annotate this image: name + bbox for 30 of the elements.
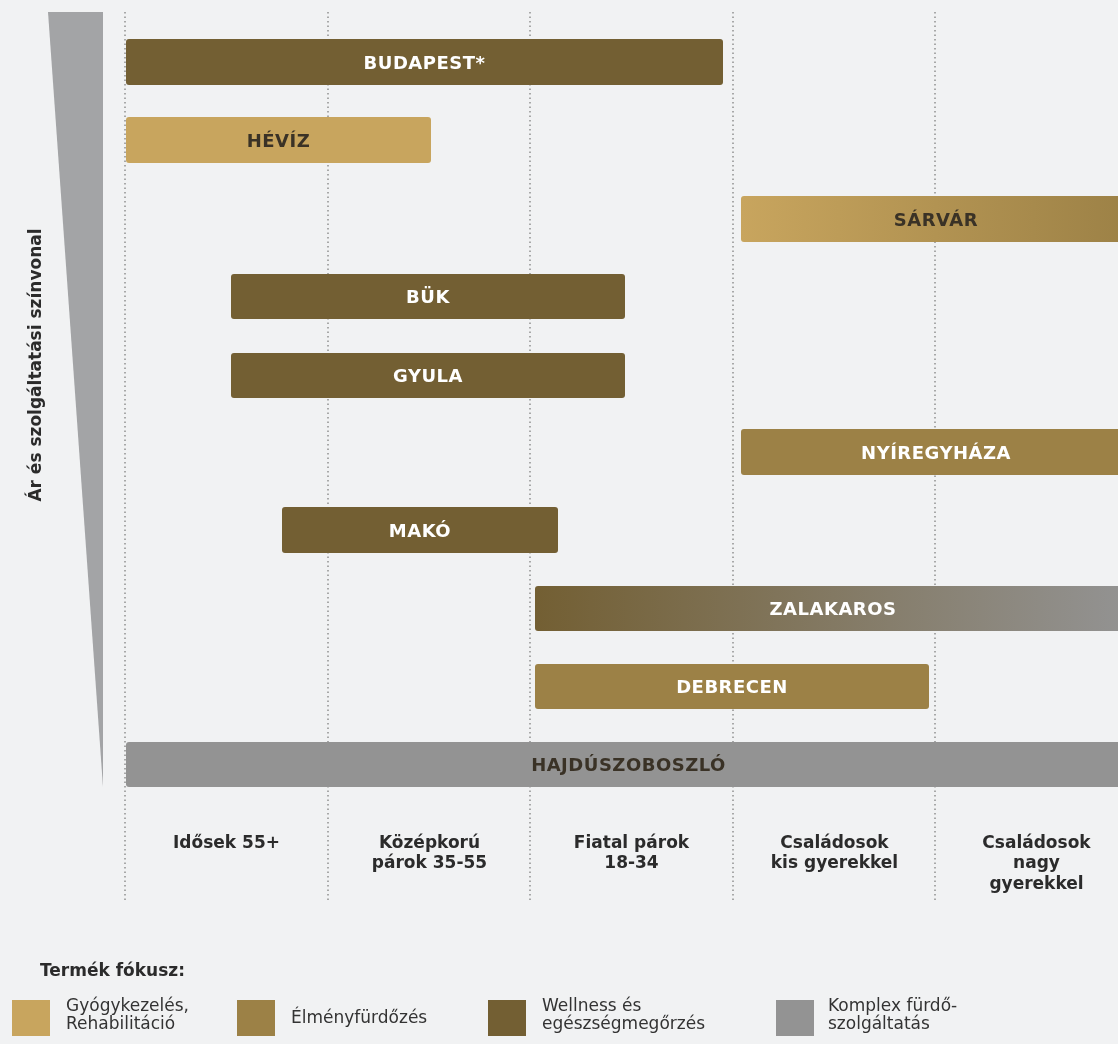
legend-label: Gyógykezelés, Rehabilitáció xyxy=(66,997,190,1033)
destination-bar xyxy=(741,429,1118,475)
column-header: Családosok nagy gyerekkel xyxy=(981,832,1092,894)
bar-label: HAJDÚSZOBOSZLÓ xyxy=(531,754,726,775)
destination-bar xyxy=(535,586,1118,631)
destination-bar xyxy=(126,742,1118,787)
column-header: Fiatal párok 18-34 xyxy=(572,832,691,873)
bar-label: NYÍREGYHÁZA xyxy=(861,441,1011,463)
legend-label: Komplex fürdő-szolgáltatás xyxy=(828,997,959,1033)
bar-label: SÁRVÁR xyxy=(893,208,979,230)
bar-label: HÉVÍZ xyxy=(246,129,311,151)
column-header: Középkorú párok 35-55 xyxy=(370,832,489,873)
bar-label: GYULA xyxy=(393,365,463,386)
destination-bar xyxy=(231,353,625,398)
bar-label: DEBRECEN xyxy=(676,676,788,697)
bar-label: BUDAPEST* xyxy=(363,51,486,73)
legend-title: Termék fókusz: xyxy=(40,960,185,980)
legend-label: Wellness és egészségmegőrzés xyxy=(542,997,707,1033)
column-header: Idősek 55+ xyxy=(172,832,281,853)
destination-bar xyxy=(231,274,625,319)
destination-bar xyxy=(126,39,723,85)
destination-bar xyxy=(741,196,1118,242)
destination-bar xyxy=(126,117,431,163)
axis-title: Ár és szolgáltatási színvonal xyxy=(25,227,45,504)
bar-label: BÜK xyxy=(406,286,450,307)
destination-bar xyxy=(535,664,929,709)
bar-label: MAKÓ xyxy=(388,519,452,541)
bar-label: ZALAKAROS xyxy=(769,598,897,619)
column-header: Családosok kis gyerekkel xyxy=(769,832,900,873)
destination-bar xyxy=(282,507,558,553)
